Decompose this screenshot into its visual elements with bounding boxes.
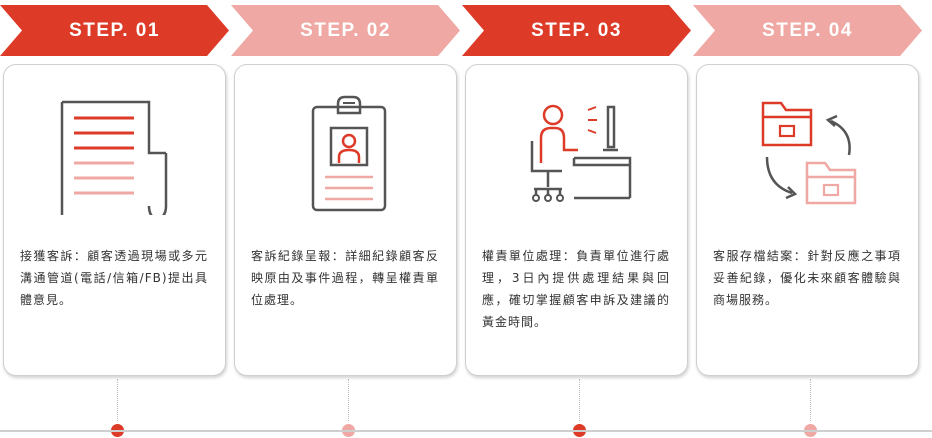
step-2-card: 客訴紀錄呈報：詳細紀錄顧客反映原由及事件過程，轉呈權責單位處理。 bbox=[234, 64, 457, 376]
step-2-label: STEP. 02 bbox=[300, 20, 391, 41]
step-3-card: 權責單位處理：負責單位進行處理，3日內提供處理結果與回應，確切掌握顧客申訴及建議… bbox=[465, 64, 688, 376]
step-4-banner: STEP. 04 bbox=[693, 5, 922, 56]
step-1-connector bbox=[117, 379, 118, 421]
document-icon bbox=[60, 100, 168, 215]
id-badge-icon bbox=[311, 95, 387, 212]
step-2-banner: STEP. 02 bbox=[231, 5, 460, 56]
step-1-label: STEP. 01 bbox=[69, 20, 160, 41]
step-2: STEP. 02 客訴紀錄呈報：詳細紀錄顧客反映原由及事件過程，轉呈權責單位處理… bbox=[231, 0, 463, 438]
step-3-label: STEP. 03 bbox=[531, 20, 622, 41]
folder-sync-icon bbox=[761, 101, 857, 205]
step-3: STEP. 03 權責單位處理：負責單位進行處理，3日內提供處理結果與回應，確切… bbox=[462, 0, 694, 438]
step-4-label: STEP. 04 bbox=[762, 20, 853, 41]
step-3-connector bbox=[579, 379, 580, 421]
step-2-description: 客訴紀錄呈報：詳細紀錄顧客反映原由及事件過程，轉呈權責單位處理。 bbox=[251, 249, 439, 307]
step-1-card: 接獲客訴：顧客透過現場或多元溝通管道(電話/信箱/FB)提出具體意見。 bbox=[3, 64, 226, 376]
step-4-description: 客服存檔結案：針對反應之事項妥善紀錄，優化未來顧客體驗與商場服務。 bbox=[713, 249, 901, 307]
step-1: STEP. 01 接獲客訴：顧客透過現場或多元溝通管道(電話/信箱/FB)提出具… bbox=[0, 0, 232, 438]
step-4: STEP. 04 客服存檔結案：針對反應之事項妥善紀錄，優化未來顧客體驗與商場服… bbox=[693, 0, 925, 438]
step-3-description: 權責單位處理：負責單位進行處理，3日內提供處理結果與回應，確切掌握顧客申訴及建議… bbox=[482, 249, 670, 329]
step-4-connector bbox=[810, 379, 811, 421]
step-1-banner: STEP. 01 bbox=[0, 5, 229, 56]
step-2-connector bbox=[348, 379, 349, 421]
step-4-card: 客服存檔結案：針對反應之事項妥善紀錄，優化未來顧客體驗與商場服務。 bbox=[696, 64, 919, 376]
step-1-description: 接獲客訴：顧客透過現場或多元溝通管道(電話/信箱/FB)提出具體意見。 bbox=[20, 249, 208, 307]
timeline-line bbox=[0, 430, 932, 432]
step-3-banner: STEP. 03 bbox=[462, 5, 691, 56]
desk-worker-icon bbox=[530, 104, 632, 202]
